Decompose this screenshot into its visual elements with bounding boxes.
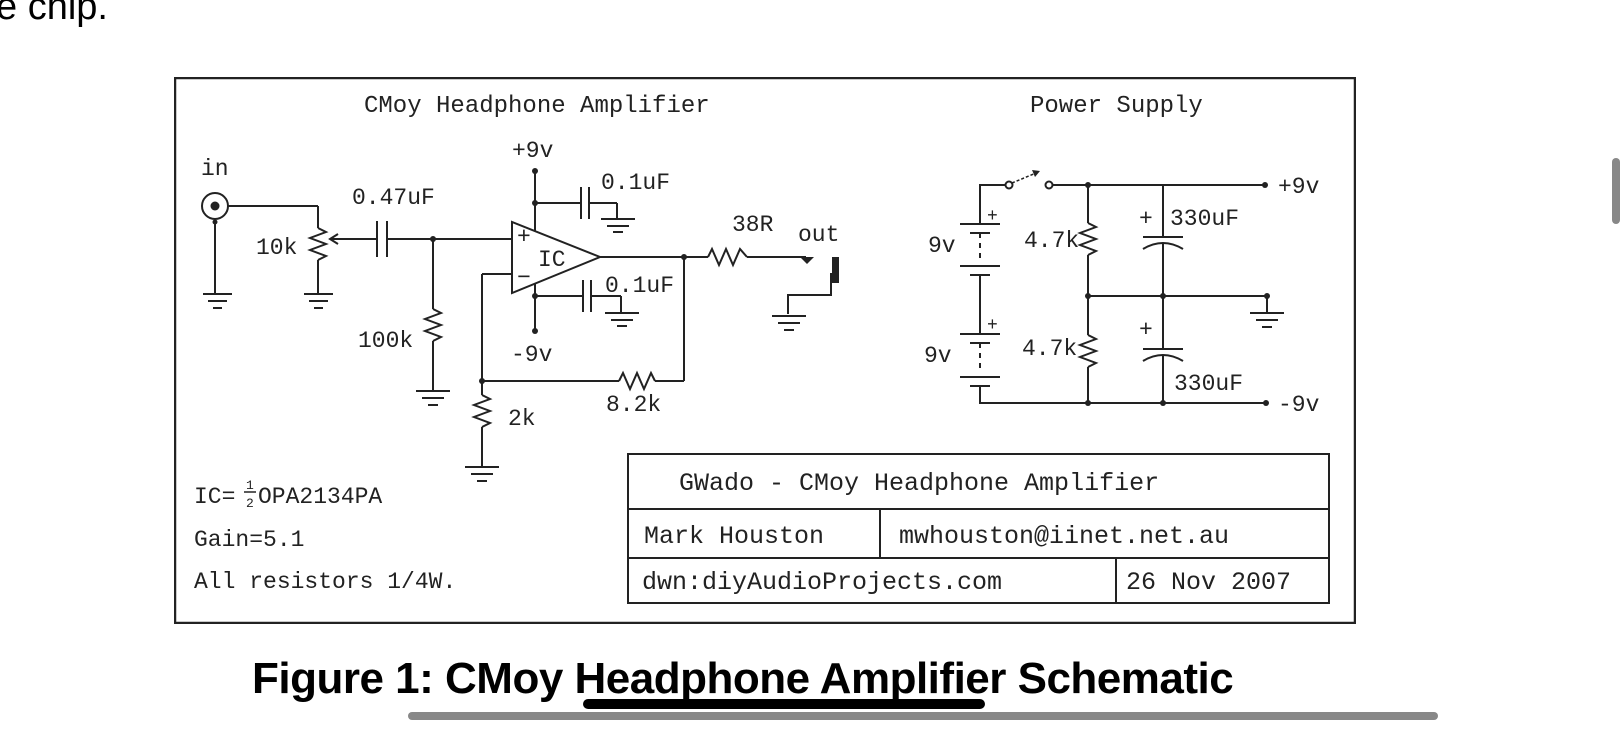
- cap1-plus: +: [1139, 206, 1153, 232]
- title-block-title: GWado - CMoy Headphone Amplifier: [679, 469, 1159, 498]
- input-cap-label: 0.47uF: [352, 185, 435, 211]
- r8-2k-label: 8.2k: [606, 392, 661, 418]
- battery1-plus: +: [987, 207, 998, 227]
- psu-vplus-label: +9v: [1278, 174, 1320, 200]
- opamp-minus-label: −: [517, 265, 531, 291]
- r2k-label: 2k: [508, 406, 536, 432]
- psu-r1-label: 4.7k: [1024, 228, 1079, 254]
- ic-note-fraction-den: 2: [246, 496, 254, 511]
- battery2-label: 9v: [924, 343, 952, 369]
- battery1-label: 9v: [928, 233, 956, 259]
- r100k-label: 100k: [358, 328, 413, 354]
- psu-c1-label: 330uF: [1170, 206, 1239, 232]
- battery2-plus: +: [987, 316, 998, 336]
- horizontal-scrollbar[interactable]: [408, 712, 1438, 720]
- vertical-scrollbar[interactable]: [1612, 158, 1620, 224]
- input-jack-icon: [201, 192, 318, 294]
- title-block-drawn-by: dwn:diyAudioProjects.com: [642, 568, 1002, 597]
- decoupling-capacitor-top: [535, 187, 635, 233]
- amp-section-title: CMoy Headphone Amplifier: [364, 93, 710, 120]
- resistor-4-7k-bottom: [1077, 296, 1099, 403]
- ic-note-part: OPA2134PA: [258, 484, 382, 510]
- resistor-38r: [707, 246, 814, 268]
- input-capacitor: [342, 221, 512, 257]
- schematic-diagram: CMoy Headphone Amplifier Power Supply in…: [174, 77, 1356, 624]
- input-label: in: [201, 156, 229, 182]
- electrolytic-capacitor-bottom: [1142, 348, 1184, 403]
- resistor-8-2k: [482, 370, 684, 392]
- pot-value-label: 10k: [256, 235, 297, 261]
- electrolytic-capacitor-top: [1142, 185, 1184, 349]
- psu-c2-label: 330uF: [1174, 371, 1243, 397]
- ic-note-fraction-num: 1: [246, 478, 254, 493]
- resistors-note: All resistors 1/4W.: [194, 569, 456, 595]
- caption-link-underline[interactable]: [583, 699, 985, 709]
- r38r-label: 38R: [732, 212, 774, 238]
- ground-icon: [304, 293, 333, 309]
- psu-section-title: Power Supply: [1030, 93, 1203, 120]
- cap-bottom-label: 0.1uF: [605, 273, 674, 299]
- battery-icon: [960, 202, 1000, 334]
- opamp-plus-label: +: [517, 224, 531, 250]
- title-block: [627, 453, 1330, 604]
- title-block-author: Mark Houston: [644, 522, 824, 551]
- schematic-figure: CMoy Headphone Amplifier Power Supply in…: [174, 77, 1356, 624]
- preceding-paragraph-text: e chip.: [0, 0, 108, 28]
- opamp-ic-label: IC: [538, 247, 566, 273]
- psu-vminus-label: -9v: [1278, 392, 1320, 418]
- title-block-email: mwhouston@iinet.net.au: [899, 522, 1229, 551]
- title-block-date: 26 Nov 2007: [1126, 568, 1291, 597]
- decoupling-capacitor-bottom: [535, 280, 639, 327]
- output-label: out: [798, 222, 839, 248]
- opamp-vplus-label: +9v: [512, 138, 554, 164]
- opamp-ic-icon: [511, 220, 603, 295]
- ic-note-prefix: IC=: [194, 484, 235, 510]
- opamp-vminus-label: -9v: [511, 342, 553, 368]
- cap2-plus: +: [1139, 317, 1153, 343]
- ground-icon: [1250, 296, 1284, 328]
- ground-icon: [416, 390, 450, 406]
- gain-note: Gain=5.1: [194, 527, 304, 553]
- output-jack-icon: [772, 257, 839, 331]
- battery-icon: [960, 333, 1266, 404]
- resistor-2k: [465, 381, 499, 482]
- figure-caption: Figure 1: CMoy Headphone Amplifier Schem…: [252, 654, 1234, 703]
- ground-icon: [203, 293, 232, 309]
- resistor-4-7k-top: [1077, 185, 1099, 296]
- cap-top-label: 0.1uF: [601, 170, 670, 196]
- resistor-100k: [422, 239, 444, 391]
- potentiometer-10k: [307, 206, 342, 294]
- psu-r2-label: 4.7k: [1022, 336, 1077, 362]
